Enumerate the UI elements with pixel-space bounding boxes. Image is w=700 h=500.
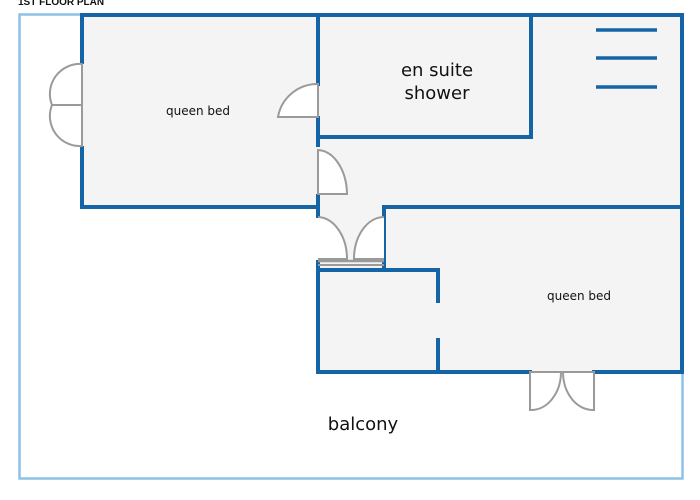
plan-title: 1ST FLOOR PLAN	[18, 0, 104, 8]
hall-door-right	[352, 216, 385, 260]
balcony-label: balcony	[328, 414, 399, 435]
ensuite-label-line-2: shower	[405, 83, 471, 104]
bedroom-2-floor	[438, 270, 682, 372]
upper-hall-floor	[531, 15, 682, 207]
bedroom-2-label: queen bed	[547, 289, 611, 303]
bedroom-1-door-upper	[48, 62, 83, 106]
ensuite-label-line-1: en suite	[401, 60, 473, 81]
stairs	[596, 28, 657, 89]
bedroom-1-label: queen bed	[166, 104, 230, 118]
closet-floor	[318, 270, 438, 372]
bedroom-2-door-left	[529, 371, 563, 412]
corridor-floor	[318, 137, 531, 207]
ensuite-door	[276, 82, 319, 118]
doors	[48, 62, 595, 412]
walls	[80, 13, 684, 374]
ensuite-floor	[318, 15, 531, 137]
bedroom-2-door-right	[561, 371, 595, 412]
floor-fills	[82, 15, 682, 372]
bedroom-1-door-lower	[48, 104, 83, 148]
hall-door-left	[317, 216, 349, 260]
corridor-door	[317, 148, 349, 195]
